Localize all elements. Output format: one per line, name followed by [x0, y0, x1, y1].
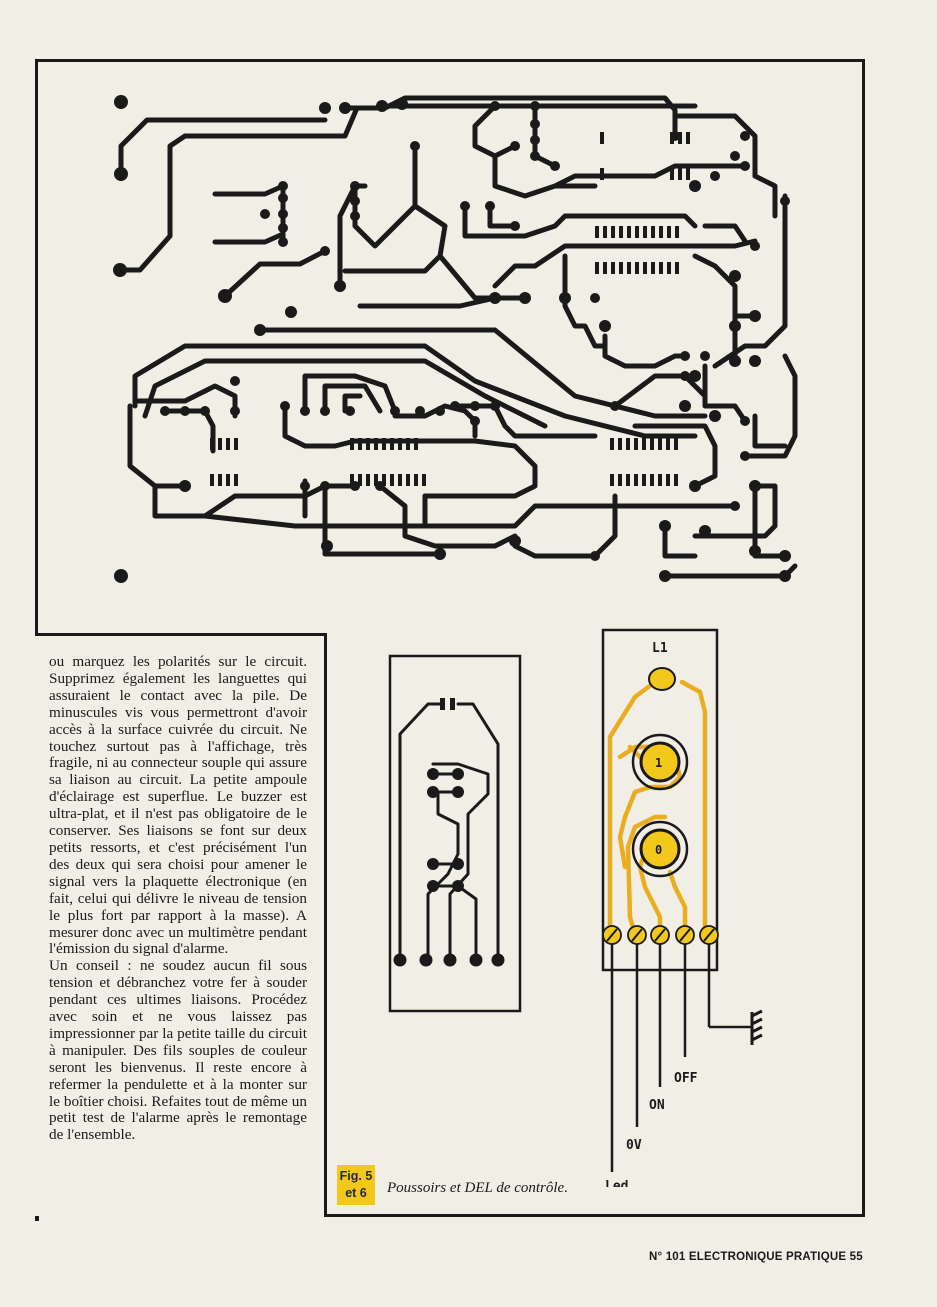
label-off: OFF	[674, 1071, 698, 1086]
frame-rule-figure-left	[324, 633, 327, 1217]
pcb-pushbutton-layout	[388, 654, 522, 1013]
figure-caption: Poussoirs et DEL de contrôle.	[387, 1180, 568, 1196]
ground-icon	[750, 1009, 763, 1045]
figure-badge: Fig. 5 et 6	[337, 1165, 375, 1205]
pcb-main-layout	[113, 95, 798, 583]
page-footer: N° 101 ELECTRONIQUE PRATIQUE 55	[649, 1251, 863, 1263]
label-led: Led	[605, 1179, 628, 1187]
article-paragraph: ou marquez les polarités sur le circuit.…	[49, 653, 307, 958]
frame-rule-left	[35, 59, 38, 636]
pushbutton-0-icon	[631, 820, 689, 878]
frame-rule-top	[35, 59, 865, 62]
frame-rule-middle	[35, 633, 327, 636]
label-button-0: 0	[655, 843, 662, 857]
figure-badge-line-1: Fig. 5	[339, 1169, 373, 1183]
figure-badge-line-2: et 6	[345, 1186, 367, 1200]
article-body: ou marquez les polarités sur le circuit.…	[49, 653, 307, 1144]
led-l1-icon	[648, 667, 676, 691]
label-button-1: 1	[655, 756, 662, 770]
label-on: ON	[649, 1098, 665, 1113]
label-l1: L1	[652, 641, 668, 656]
frame-rule-bottom	[324, 1214, 865, 1217]
frame-rule-right	[862, 59, 865, 1217]
label-0v: 0V	[626, 1138, 642, 1153]
article-paragraph: Un conseil : ne soudez aucun fil sous te…	[49, 957, 307, 1144]
pushbutton-1-icon	[631, 733, 689, 791]
frame-rule-tick	[35, 1216, 39, 1221]
pushbutton-led-panel: L1 1 0 OFF ON 0V Led	[601, 628, 763, 1187]
